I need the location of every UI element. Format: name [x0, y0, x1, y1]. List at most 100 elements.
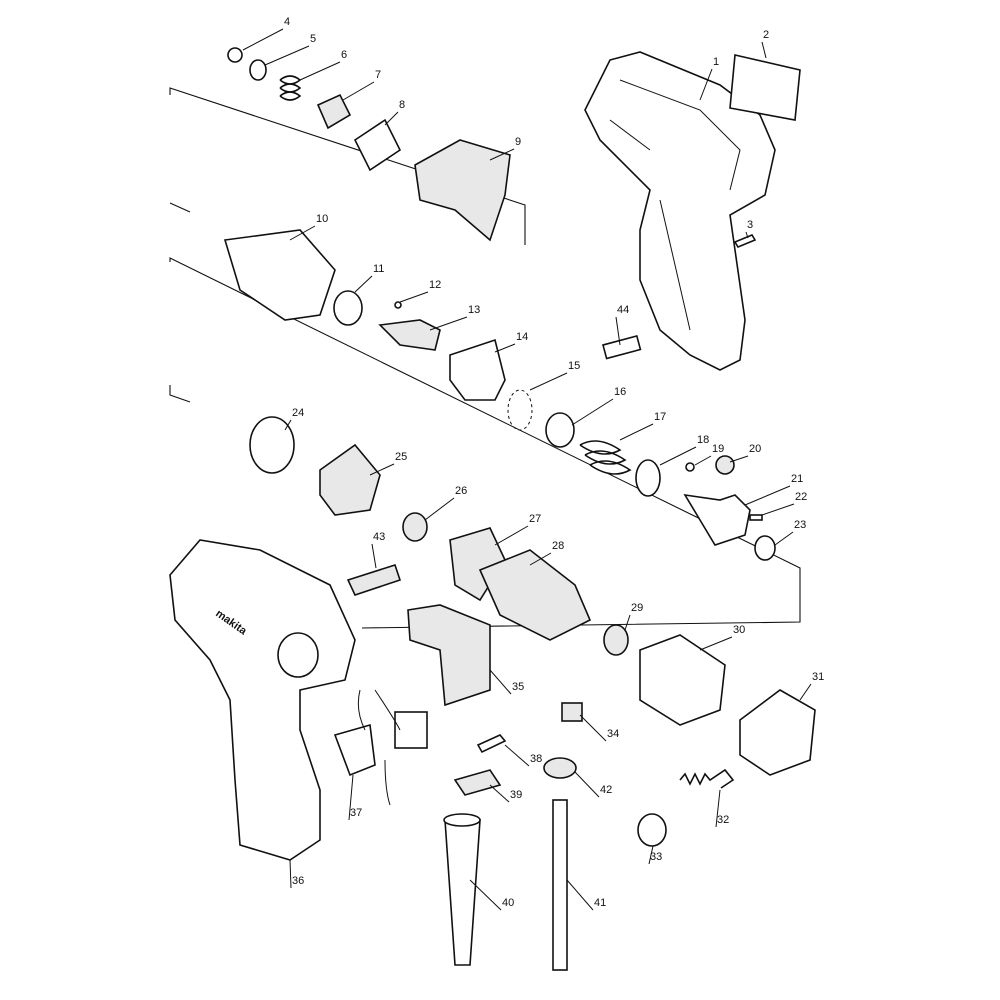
part-label-24: 24 [292, 407, 304, 419]
washer-part-18 [635, 459, 661, 497]
part-label-15: 15 [568, 360, 580, 372]
part-label-17: 17 [654, 411, 666, 423]
part-label-3: 3 [747, 219, 753, 231]
part-label-10: 10 [316, 213, 328, 225]
part-label-22: 22 [795, 491, 807, 503]
part-shapes: makita [169, 47, 816, 971]
tube-part-40 [444, 819, 481, 966]
part-label-6: 6 [341, 49, 347, 61]
leader-line-1 [699, 68, 713, 101]
leader-line-2 [761, 41, 767, 59]
terminal-part-37 [333, 723, 376, 777]
washer-part-23 [754, 535, 776, 561]
brush-holder-part-31 [739, 689, 816, 776]
cam-part-14 [449, 338, 506, 401]
part-label-39: 39 [510, 789, 522, 801]
leader-line-21 [744, 485, 791, 506]
spring-part-17 [579, 440, 632, 475]
leader-line-29 [624, 614, 631, 631]
housing-detail [609, 79, 741, 331]
spindle-part-13 [378, 319, 441, 351]
housing-half-part-1 [584, 51, 776, 371]
bracket-lower-left [169, 385, 191, 403]
part-label-43: 43 [373, 531, 385, 543]
part-label-41: 41 [594, 897, 606, 909]
ring-part-4 [227, 47, 243, 63]
leader-line-32 [715, 789, 721, 828]
bracket-upper [169, 87, 526, 245]
bearing-part-26 [402, 512, 428, 542]
cover-part-9 [414, 139, 511, 242]
ring-part-42 [543, 757, 577, 779]
shaft-part-21 [683, 493, 751, 546]
part-label-2: 2 [763, 29, 769, 41]
group-brackets [169, 87, 801, 629]
part-label-23: 23 [794, 519, 806, 531]
ring-part-15 [507, 389, 533, 431]
screw-part-3 [733, 233, 757, 249]
washer-part-16 [545, 412, 575, 448]
leader-line-42 [574, 771, 600, 798]
sleeve-part-10 [223, 229, 336, 321]
part-label-25: 25 [395, 451, 407, 463]
leader-line-9 [489, 148, 515, 161]
part-label-16: 16 [614, 386, 626, 398]
part-label-11: 11 [373, 263, 384, 275]
leader-line-7 [342, 81, 375, 101]
housing-half-part-36 [169, 539, 356, 861]
part-label-42: 42 [600, 784, 612, 796]
leader-line-6 [299, 61, 341, 81]
leader-line-19 [694, 455, 712, 466]
leader-line-43 [371, 543, 377, 569]
leader-line-25 [369, 463, 395, 476]
holder-part-43 [346, 563, 402, 596]
part-label-13: 13 [468, 304, 480, 316]
part-label-35: 35 [512, 681, 524, 693]
lead-wires [357, 689, 401, 806]
washer-part-5 [249, 59, 267, 81]
plate-part-39 [453, 769, 502, 796]
part-label-33: 33 [650, 851, 662, 863]
leader-line-34 [579, 714, 607, 742]
part-label-7: 7 [375, 69, 381, 81]
part-label-8: 8 [399, 99, 405, 111]
part-label-14: 14 [516, 331, 528, 343]
leader-line-27 [494, 525, 529, 546]
part-label-19: 19 [712, 443, 724, 455]
ring-part-8 [353, 118, 402, 172]
label-part-2 [729, 54, 801, 121]
leader-line-28 [529, 552, 552, 566]
pin-part-44 [602, 334, 642, 360]
leader-line-26 [424, 497, 455, 521]
leader-line-8 [384, 111, 399, 126]
leader-line-5 [264, 45, 310, 66]
part-label-5: 5 [310, 33, 316, 45]
leader-line-20 [729, 455, 749, 463]
leader-line-30 [699, 636, 733, 651]
bracket-lower [169, 257, 801, 629]
part-label-29: 29 [631, 602, 643, 614]
leader-line-35 [489, 669, 512, 695]
spring-part-6 [279, 75, 302, 101]
part-label-12: 12 [429, 279, 441, 291]
switch-part-35 [407, 604, 491, 707]
part-label-30: 30 [733, 624, 745, 636]
leader-line-37 [348, 774, 354, 821]
connector-part-34 [561, 702, 583, 722]
part-label-18: 18 [697, 434, 709, 446]
motor-housing-part-30 [639, 634, 726, 726]
leader-line-22 [761, 503, 795, 516]
leader-line-3 [745, 231, 749, 239]
leader-line-41 [566, 879, 594, 911]
leader-line-31 [799, 683, 812, 701]
leader-line-10 [289, 225, 316, 241]
screw-part-38 [476, 734, 507, 754]
washer-part-11 [333, 290, 363, 326]
part-label-28: 28 [552, 540, 564, 552]
leader-line-23 [774, 531, 794, 546]
leader-line-40 [469, 879, 502, 911]
rod-part-41 [552, 799, 568, 971]
leader-line-39 [489, 784, 510, 803]
